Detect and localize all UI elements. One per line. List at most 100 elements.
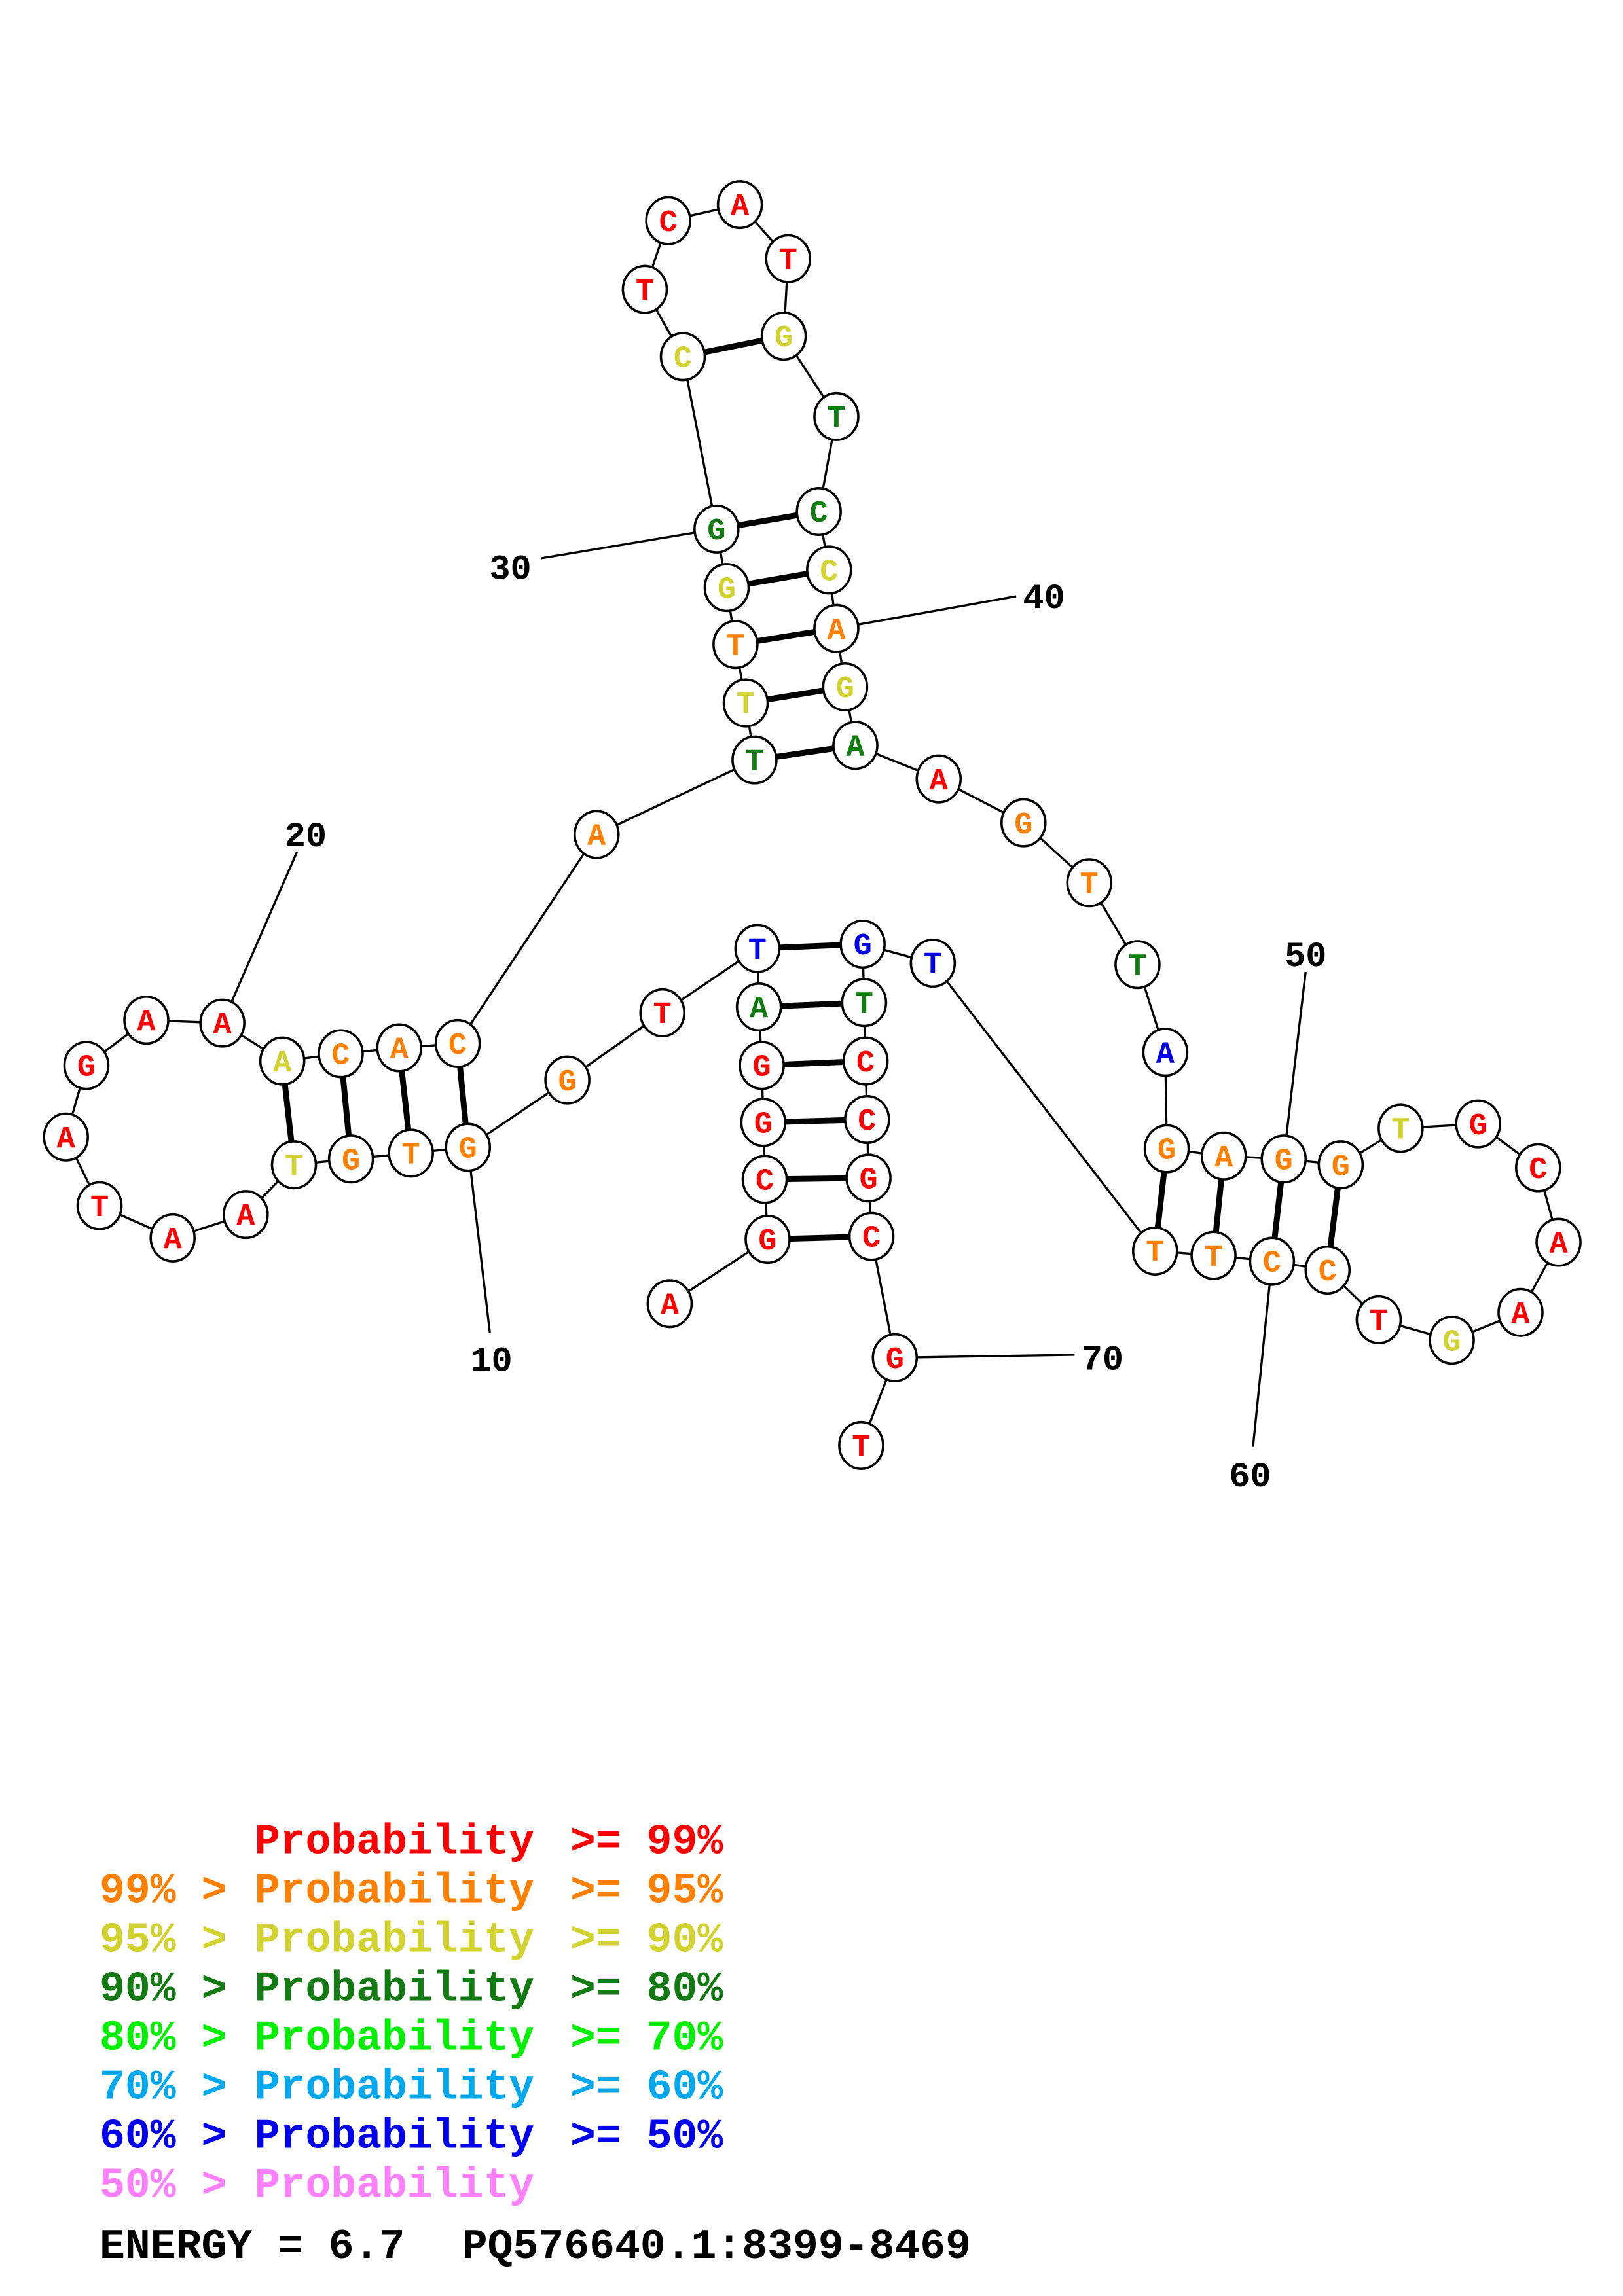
- nucleotide-base: G: [1332, 1150, 1350, 1185]
- nucleotide-circle: [806, 545, 852, 595]
- nucleotide: T: [712, 620, 759, 670]
- nucleotide-base: T: [636, 275, 654, 310]
- nucleotide-circle: [376, 1023, 423, 1073]
- nucleotide-base: A: [236, 1200, 255, 1234]
- legend-row: 95% >Probability>= 90%: [100, 1916, 723, 1964]
- nucleotide-circle: [839, 919, 886, 969]
- nucleotide-circle: [760, 312, 807, 361]
- nucleotide: G: [739, 1041, 785, 1090]
- nucleotide-circle: [832, 721, 879, 770]
- nucleotide-base: A: [213, 1009, 232, 1043]
- nucleotide: A: [813, 603, 860, 653]
- nucleotide: T: [1190, 1230, 1237, 1280]
- nucleotide: T: [76, 1181, 123, 1230]
- nucleotide-base: C: [820, 555, 838, 590]
- nucleotide-circle: [845, 1153, 892, 1203]
- nucleotide-base: C: [756, 1165, 774, 1200]
- nucleotide-circle: [318, 1029, 364, 1079]
- nucleotide: G: [1260, 1134, 1307, 1184]
- nucleotide: T: [621, 264, 668, 314]
- nucleotide-circle: [693, 504, 740, 554]
- nucleotide: G: [544, 1055, 591, 1105]
- nucleotide-base: A: [661, 1289, 680, 1323]
- nucleotide-circle: [646, 1279, 693, 1329]
- nucleotide-base: G: [775, 321, 793, 356]
- nucleotide: C: [795, 487, 842, 537]
- nucleotide-circle: [621, 264, 668, 314]
- nucleotide-circle: [1143, 1124, 1190, 1174]
- nucleotide-base: A: [1549, 1228, 1568, 1263]
- backbone-segment: [456, 834, 598, 1045]
- nucleotide: C: [741, 1155, 788, 1204]
- nucleotide-base: G: [1158, 1134, 1176, 1169]
- nucleotide-base: C: [674, 342, 692, 376]
- nucleotide-base: T: [737, 689, 755, 723]
- position-tick: [1252, 1261, 1273, 1447]
- nucleotide-base: A: [1156, 1037, 1175, 1072]
- nucleotide-circle: [123, 996, 170, 1045]
- nucleotide-base: T: [748, 934, 767, 969]
- nucleotide-circle: [848, 1211, 895, 1261]
- nucleotide: G: [845, 1153, 892, 1203]
- legend-threshold: >= 80%: [570, 1965, 723, 2013]
- nucleotide-base: G: [860, 1163, 878, 1198]
- nucleotide-circle: [544, 1055, 591, 1105]
- nucleotide-circle: [1131, 1226, 1178, 1276]
- nucleotide-base: T: [1080, 868, 1099, 903]
- sequence-id: PQ576640.1:8399-8469: [462, 2223, 971, 2271]
- legend-threshold: >= 90%: [570, 1916, 723, 1964]
- nucleotide: T: [734, 924, 781, 973]
- legend-label: Probability: [255, 2064, 534, 2112]
- nucleotide: C: [1304, 1245, 1351, 1295]
- nucleotide-circle: [716, 180, 763, 230]
- nucleotide-base: T: [779, 244, 797, 279]
- nucleotide-base: A: [1214, 1141, 1233, 1176]
- nucleotide-circle: [735, 982, 782, 1032]
- nucleotide: G: [693, 504, 740, 554]
- nucleotide-circle: [813, 391, 860, 441]
- nucleotide: T: [1114, 940, 1161, 990]
- legend-label: Probability: [255, 2113, 534, 2161]
- position-tick: [894, 1354, 1075, 1359]
- nucleotide: T: [841, 978, 888, 1028]
- legend-prefix: 80% >: [100, 2015, 227, 2063]
- nucleotide-base: C: [659, 206, 678, 241]
- nucleotide-circle: [270, 1140, 318, 1190]
- nucleotide-circle: [223, 1190, 269, 1240]
- nucleotide-base: C: [1529, 1153, 1547, 1188]
- nucleotide-circle: [259, 1036, 306, 1086]
- nucleotide: G: [744, 1215, 791, 1265]
- nucleotide: A: [199, 998, 246, 1048]
- nucleotide: G: [1000, 798, 1047, 848]
- nucleotide-base: A: [273, 1047, 292, 1081]
- nucleotide-circle: [1142, 1028, 1189, 1077]
- nucleotide-base: T: [402, 1138, 420, 1173]
- position-tick: [1283, 971, 1307, 1159]
- nucleotide: T: [909, 939, 957, 988]
- nucleotide-circle: [838, 1420, 884, 1470]
- nucleotide-circle: [1497, 1287, 1544, 1337]
- nucleotide: C: [806, 545, 852, 595]
- nucleotide-base: A: [731, 190, 750, 224]
- nucleotide-circle: [445, 1122, 492, 1172]
- nucleotide-circle: [1200, 1131, 1247, 1181]
- nucleotide-circle: [915, 754, 962, 804]
- nucleotide: C: [848, 1211, 895, 1261]
- position-tick: [836, 595, 1017, 630]
- nucleotide-circle: [1355, 1295, 1402, 1344]
- nucleotide: A: [832, 721, 879, 770]
- nucleotide-circle: [841, 978, 888, 1028]
- nucleotide: G: [703, 563, 750, 613]
- backbone-segment: [932, 962, 1156, 1252]
- base-pairs: [279, 333, 1344, 1271]
- nucleotide: T: [270, 1140, 318, 1190]
- nucleotide: A: [376, 1023, 423, 1073]
- nucleotide-base: T: [852, 1431, 870, 1465]
- nucleotide-base: T: [1146, 1236, 1164, 1271]
- nucleotide: A: [223, 1190, 269, 1240]
- nucleotide: T: [1355, 1295, 1402, 1344]
- nucleotide: C: [659, 332, 706, 382]
- legend-prefix: 50% >: [100, 2162, 227, 2210]
- nucleotide-base: C: [448, 1029, 467, 1064]
